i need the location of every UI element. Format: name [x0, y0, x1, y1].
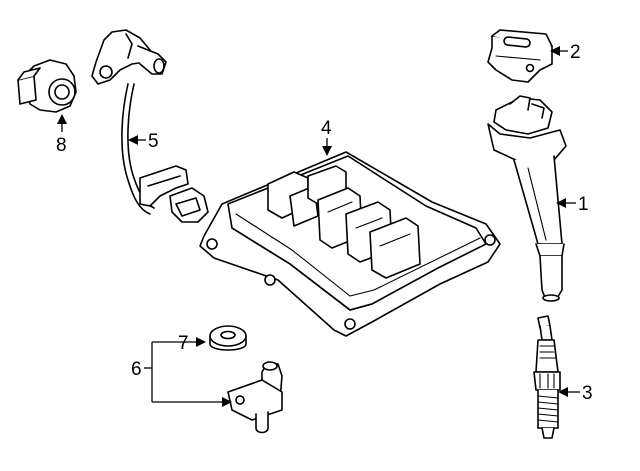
callout-3: 3: [582, 383, 593, 404]
callout-1: 1: [578, 194, 589, 215]
callout-labels: 1 2 3 4 5 6 7 8: [56, 42, 593, 404]
callout-7: 7: [178, 333, 189, 354]
knock-sensor-icon: [17, 59, 77, 113]
camshaft-position-sensor-icon: [91, 29, 209, 223]
coil-bracket-icon: [487, 29, 553, 83]
seal-ring-icon: [209, 325, 247, 351]
callout-5: 5: [148, 131, 159, 152]
leader-lines: [57, 46, 580, 407]
callout-6: 6: [131, 359, 142, 380]
crankshaft-position-sensor-icon: [227, 361, 283, 434]
spark-plug-icon: [533, 315, 561, 439]
callout-2: 2: [570, 42, 581, 63]
engine-control-module-icon: [199, 151, 501, 337]
callout-8: 8: [56, 135, 67, 156]
ignition-coil-icon: [487, 95, 567, 302]
callout-4: 4: [321, 118, 332, 139]
